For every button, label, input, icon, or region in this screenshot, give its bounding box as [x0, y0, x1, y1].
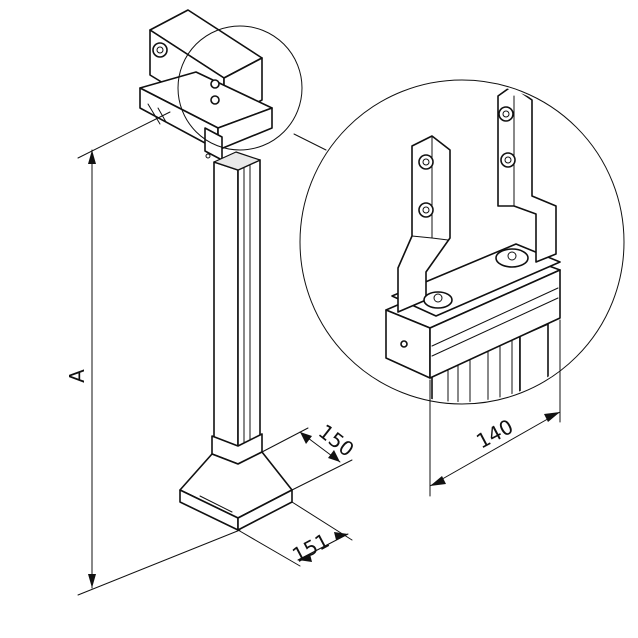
detail-leader-line — [293, 133, 327, 151]
bracket-width-label: 140 — [472, 414, 517, 453]
detail-contents — [385, 85, 561, 402]
post-column — [211, 151, 263, 465]
detail-circle — [299, 79, 625, 405]
base-plate — [179, 451, 293, 531]
post-assembly — [139, 9, 303, 531]
detail-view: 140 — [299, 79, 625, 497]
base-width-label: 150 — [314, 419, 359, 461]
height-label: A — [65, 369, 89, 383]
height-dimension: A — [65, 111, 241, 596]
detail-marker-circle — [177, 25, 303, 151]
